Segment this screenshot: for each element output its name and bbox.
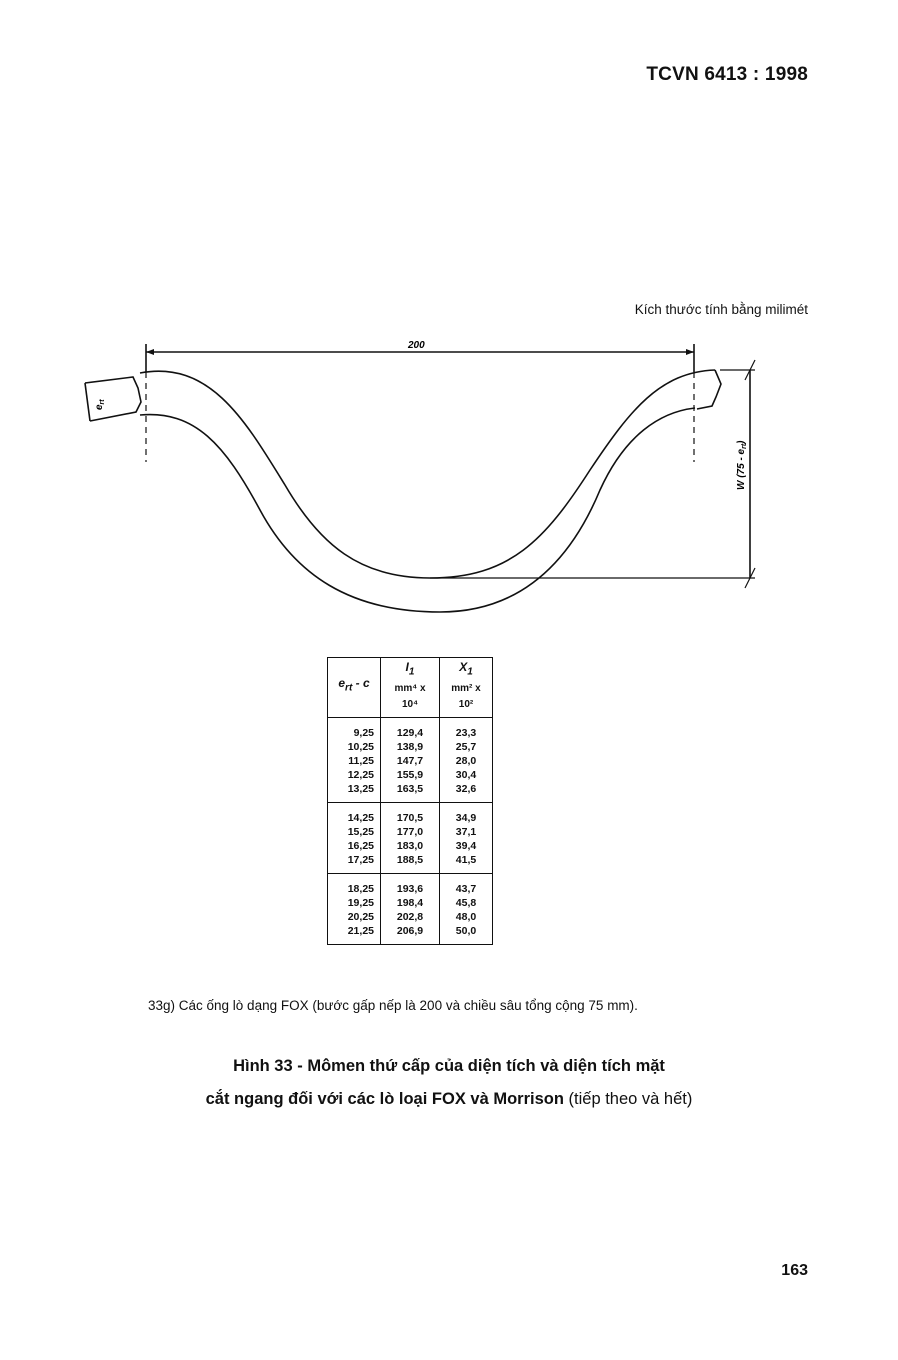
depth-label: W (75 - ert) xyxy=(736,440,748,490)
figure-title-line2: cắt ngang đối với các lò loại FOX và Mor… xyxy=(205,1090,564,1108)
figure-title-line1: Hình 33 - Mômen thứ cấp của diện tích và… xyxy=(233,1057,665,1075)
corrugation-inner-profile xyxy=(139,407,696,613)
corrugation-outer-profile xyxy=(139,369,716,579)
right-break-line xyxy=(696,369,722,410)
figure-title-suffix: (tiếp theo và hết) xyxy=(563,1090,693,1108)
page-number: 163 xyxy=(781,1262,808,1279)
header-ert-c: ert - c xyxy=(327,656,381,719)
figure-title: Hình 33 - Mômen thứ cấp của diện tích và… xyxy=(0,1050,898,1116)
figure-subcaption: 33g) Các ống lò dạng FOX (bước gấp nếp l… xyxy=(148,998,638,1013)
units-note: Kích thước tính bằng milimét xyxy=(634,302,808,317)
standard-header: TCVN 6413 : 1998 xyxy=(646,64,808,85)
left-break-line xyxy=(84,376,142,422)
pitch-label: 200 xyxy=(407,340,425,351)
fox-corrugation-drawing: 200 ert W (75 - ert) xyxy=(84,340,756,613)
thickness-label: ert xyxy=(94,399,106,410)
